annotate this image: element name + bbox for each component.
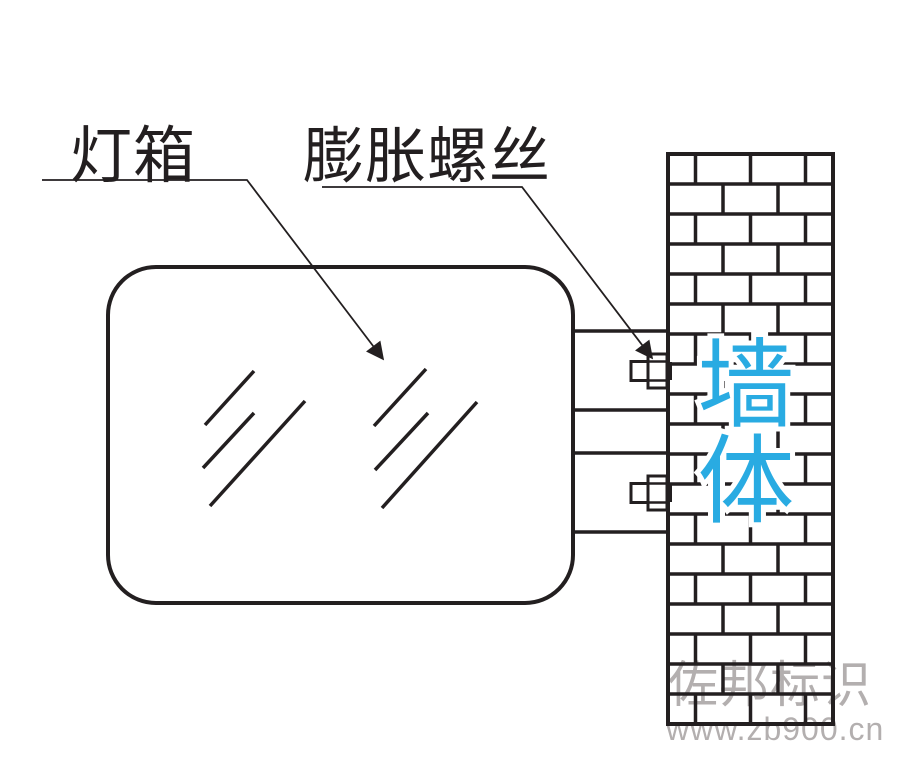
- mounting-brackets: [573, 329, 668, 534]
- expansion-bolt: [629, 352, 672, 390]
- bolt-anchor-bar: [665, 362, 672, 380]
- wall-label-bottom-char: 体: [698, 427, 795, 536]
- lightbox-leader-line: [42, 179, 385, 361]
- wall-label-top-char: 墙: [698, 331, 795, 440]
- bolt-body: [646, 352, 669, 390]
- lightbox-shine-marks: [201, 367, 479, 510]
- shine-line: [380, 400, 479, 510]
- screw-leader-line: [322, 186, 654, 360]
- shine-line: [373, 411, 430, 472]
- expansion-screw-label: 膨胀螺丝: [303, 122, 551, 190]
- diagram-labels: 灯箱 膨胀螺丝: [70, 122, 551, 191]
- watermark-url-text: www.zb900.cn: [665, 711, 884, 747]
- wall-label: 墙 体: [693, 326, 800, 541]
- shine-line: [372, 367, 428, 428]
- lightbox-label: 灯箱: [70, 122, 196, 191]
- shine-line: [201, 411, 256, 470]
- expansion-bolt: [629, 474, 672, 512]
- lightbox-body: [106, 265, 575, 605]
- watermark-brand-text: 佐邦标识: [668, 657, 872, 713]
- bolt-body: [646, 474, 669, 512]
- watermark: 佐邦标识 www.zb900.cn: [665, 657, 884, 747]
- shine-line: [203, 369, 256, 427]
- shine-line: [208, 399, 307, 508]
- expansion-bolts: [629, 352, 672, 512]
- leader-lines: [42, 179, 654, 361]
- brick-wall: [666, 152, 835, 726]
- bolt-anchor-bar: [665, 484, 672, 502]
